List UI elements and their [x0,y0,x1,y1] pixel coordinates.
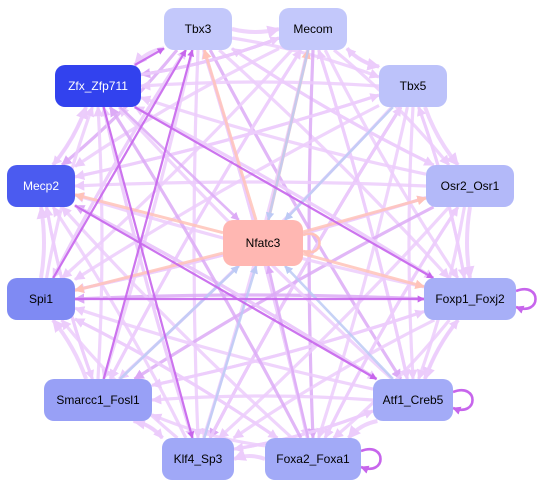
edge-foxa2_foxa1-to-center-99 [265,265,310,439]
edge-atf1_creb5-to-foxa2_foxa1-60 [347,419,378,440]
edge-tbx3-to-mecom-0 [231,25,281,39]
node-tbx3[interactable]: Tbx3 [164,8,232,50]
edge-tbx3-to-atf1_creb5-5 [208,49,403,380]
node-mecom-box [279,8,347,50]
edge-foxa2_foxa1-to-mecp2-72 [60,205,294,440]
node-foxp1-foxj2-label: Foxp1_Foxj2 [435,292,505,306]
node-tbx3-label: Tbx3 [185,22,212,36]
node-mecom-label: Mecom [293,22,332,36]
node-nfatc3-box [223,220,303,266]
edge-foxa2_foxa1-to-osr2_osr1-43 [323,206,460,439]
edge-atf1_creb5-to-foxp1_foxj2-51 [423,319,460,380]
edge-osr2_osr1-to-klf4_sp3-44 [217,205,451,440]
edge-smarcc1_fosl1-to-tbx3-106 [102,49,195,380]
node-tbx5-box [379,65,447,107]
edge-zfx_zfp711-to-foxp1_foxj2-59 [134,105,435,280]
node-foxa2-foxa1[interactable]: Foxa2_Foxa1 [265,438,361,480]
edge-smarcc1_fosl1-to-center-97 [119,265,240,380]
node-atf1-creb5-box [373,379,453,421]
node-osr2-osr1[interactable]: Osr2_Osr1 [426,165,514,207]
edge-foxa2_foxa1-to-zfx_zfp711-73 [108,106,303,439]
node-klf4-sp3-box [162,438,234,480]
edge-osr2_osr1-to-mecp2-48 [73,180,427,191]
edge-smarcc1_fosl1-to-zfx_zfp711-83 [93,105,104,380]
edges-layer [36,25,537,474]
edge-osr2_osr1-to-foxp1_foxj2-40 [461,206,475,280]
self-loop-foxa2_foxa1 [360,447,382,474]
edge-mecp2-to-tbx5-38 [74,93,380,179]
edge-klf4_sp3-to-mecp2-77 [51,206,188,439]
node-zfx-zfp711[interactable]: Zfx_Zfp711 [55,65,141,107]
nodes-layer: Nfatc3 Tbx3 MecomTbx5Osr2_Osr1Foxp1_Foxj2A… [7,8,516,480]
edge-center-to-osr2_osr1-90 [302,195,427,234]
edge-mecp2-to-atf1_creb5-66 [74,204,378,381]
edge-spi1-to-mecp2-84 [36,205,50,279]
edge-zfx_zfp711-to-mecom-27 [140,36,280,77]
edge-center-to-spi1-92 [74,251,224,293]
edge-osr2_osr1-to-smarcc1_fosl1-45 [133,205,435,381]
edge-zfx_zfp711-to-foxp1_foxj2-102 [134,106,434,279]
edge-foxp1_foxj2-to-spi1-56 [73,293,425,304]
node-smarcc1-fosl1[interactable]: Smarcc1_Fosl1 [44,379,152,421]
node-klf4-sp3[interactable]: Klf4_Sp3 [162,438,234,480]
edge-zfx_zfp711-to-klf4_sp3-107 [102,106,195,439]
node-spi1[interactable]: Spi1 [7,278,75,320]
edge-zfx_zfp711-to-tbx3-101 [134,47,165,66]
edge-tbx5-to-mecom-15 [345,47,380,69]
node-foxp1-foxj2[interactable]: Foxp1_Foxj2 [424,278,516,320]
edge-tbx5-to-center-95 [284,106,394,221]
node-smarcc1-fosl1-box [44,379,152,421]
edge-tbx5-to-atf1_creb5-31 [407,106,418,381]
edge-tbx5-to-spi1-36 [74,104,380,281]
self-loop-atf1_creb5 [452,388,474,415]
edge-atf1_creb5-to-center-98 [284,265,394,380]
node-tbx5[interactable]: Tbx5 [379,65,447,107]
node-smarcc1-fosl1-label: Smarcc1_Fosl1 [56,393,140,407]
edge-smarcc1_fosl1-to-mecom-23 [108,49,303,380]
node-osr2-osr1-box [426,165,514,207]
edge-tbx5-to-zfx_zfp711-39 [139,80,380,91]
node-nfatc3[interactable]: Nfatc3 [223,220,303,266]
edge-zfx_zfp711-to-mecp2-87 [51,106,88,166]
node-spi1-box [7,278,75,320]
edge-foxp1_foxj2-to-klf4_sp3-53 [232,318,436,440]
edge-center-to-foxp1_foxj2-91 [302,252,425,289]
node-klf4-sp3-label: Klf4_Sp3 [174,452,223,466]
edge-mecp2-to-atf1_creb5-105 [74,204,378,380]
node-mecom[interactable]: Mecom [279,8,347,50]
edge-mecom-to-center-94 [266,49,310,221]
edge-foxa2_foxa1-to-klf4_sp3-68 [232,448,266,461]
self-loop-center [302,232,321,258]
edge-atf1_creb5-to-spi1-64 [74,306,374,391]
node-tbx5-label: Tbx5 [400,79,427,93]
node-tbx3-box [164,8,232,50]
node-foxp1-foxj2-box [424,278,516,320]
node-osr2-osr1-label: Osr2_Osr1 [441,179,500,193]
edge-smarcc1_fosl1-to-spi1-80 [51,318,88,380]
edge-smarcc1_fosl1-to-klf4_sp3-75 [133,419,164,439]
node-atf1-creb5-label: Atf1_Creb5 [383,393,444,407]
node-spi1-label: Spi1 [29,292,53,306]
edge-klf4_sp3-to-atf1_creb5-62 [233,409,374,451]
node-nfatc3-label: Nfatc3 [246,236,281,250]
edge-tbx3-to-foxp1_foxj2-4 [218,48,450,280]
node-zfx-zfp711-label: Zfx_Zfp711 [68,79,128,93]
node-atf1-creb5[interactable]: Atf1_Creb5 [373,379,453,421]
node-zfx-zfp711-box [55,65,141,107]
edge-foxa2_foxa1-to-smarcc1_fosl1-69 [151,413,266,448]
edge-klf4_sp3-to-tbx5-34 [208,106,403,439]
node-foxa2-foxa1-label: Foxa2_Foxa1 [276,452,350,466]
self-loop-foxp1_foxj2 [515,287,537,314]
edge-center-to-tbx3-88 [202,49,258,221]
node-mecp2-label: Mecp2 [23,179,59,193]
edge-tbx5-to-osr2_osr1-28 [423,106,460,167]
node-foxa2-foxa1-box [265,438,361,480]
node-mecp2[interactable]: Mecp2 [7,165,75,207]
edge-zfx_zfp711-to-center-100 [119,106,240,221]
node-mecp2-box [7,165,75,207]
edge-klf4_sp3-to-center-96 [203,265,258,439]
edge-mecom-to-foxa2_foxa1-20 [307,49,318,440]
